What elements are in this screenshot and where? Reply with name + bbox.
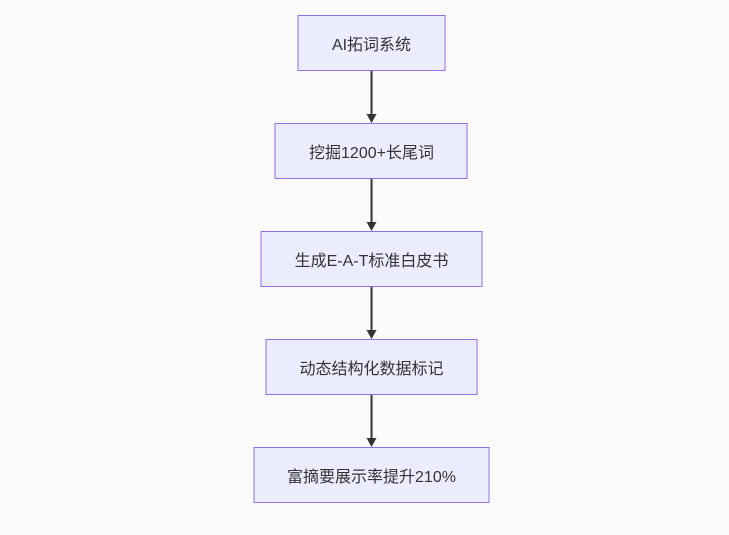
flowchart-node-n4: 动态结构化数据标记	[265, 339, 478, 395]
node-label: 动态结构化数据标记	[299, 361, 444, 378]
edge-n1-n2	[366, 71, 377, 123]
arrowhead-down-icon	[366, 114, 377, 123]
arrowhead-down-icon	[366, 438, 377, 447]
flowchart: AI拓词系统 挖掘1200+长尾词 生成E-A-T标准白皮书 动态结构化数据标记	[253, 15, 490, 503]
edge-n2-n3	[366, 179, 377, 231]
edge-line	[370, 287, 373, 330]
node-label: 生成E-A-T标准白皮书	[294, 253, 449, 270]
arrowhead-down-icon	[366, 330, 377, 339]
node-label: 富摘要展示率提升210%	[287, 469, 456, 486]
flowchart-node-n3: 生成E-A-T标准白皮书	[260, 231, 483, 287]
node-label: AI拓词系统	[331, 37, 412, 54]
flowchart-node-n1: AI拓词系统	[297, 15, 446, 71]
edge-line	[370, 179, 373, 222]
edge-line	[370, 71, 373, 114]
flowchart-node-n5: 富摘要展示率提升210%	[253, 447, 490, 503]
node-label: 挖掘1200+长尾词	[309, 145, 434, 162]
edge-line	[370, 395, 373, 438]
arrowhead-down-icon	[366, 222, 377, 231]
edge-n3-n4	[366, 287, 377, 339]
flowchart-node-n2: 挖掘1200+长尾词	[275, 123, 468, 179]
edge-n4-n5	[366, 395, 377, 447]
